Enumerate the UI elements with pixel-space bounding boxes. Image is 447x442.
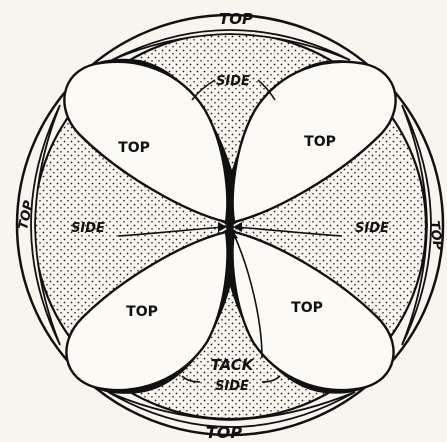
- label-side-right: SIDE: [355, 221, 389, 236]
- label-top-upper: TOP: [219, 10, 253, 28]
- tack-point: [226, 223, 234, 231]
- label-petal-upper-right: TOP: [304, 134, 336, 150]
- label-top-lower: TOP: [206, 423, 243, 442]
- label-petal-lower-left: TOP: [126, 304, 158, 320]
- label-petal-lower-right: TOP: [291, 300, 323, 316]
- label-side-left: SIDE: [71, 221, 105, 236]
- label-side-lower: SIDE: [215, 379, 249, 394]
- label-petal-upper-left: TOP: [118, 140, 150, 156]
- label-tack: TACK: [211, 356, 255, 374]
- label-side-upper: SIDE: [216, 74, 250, 89]
